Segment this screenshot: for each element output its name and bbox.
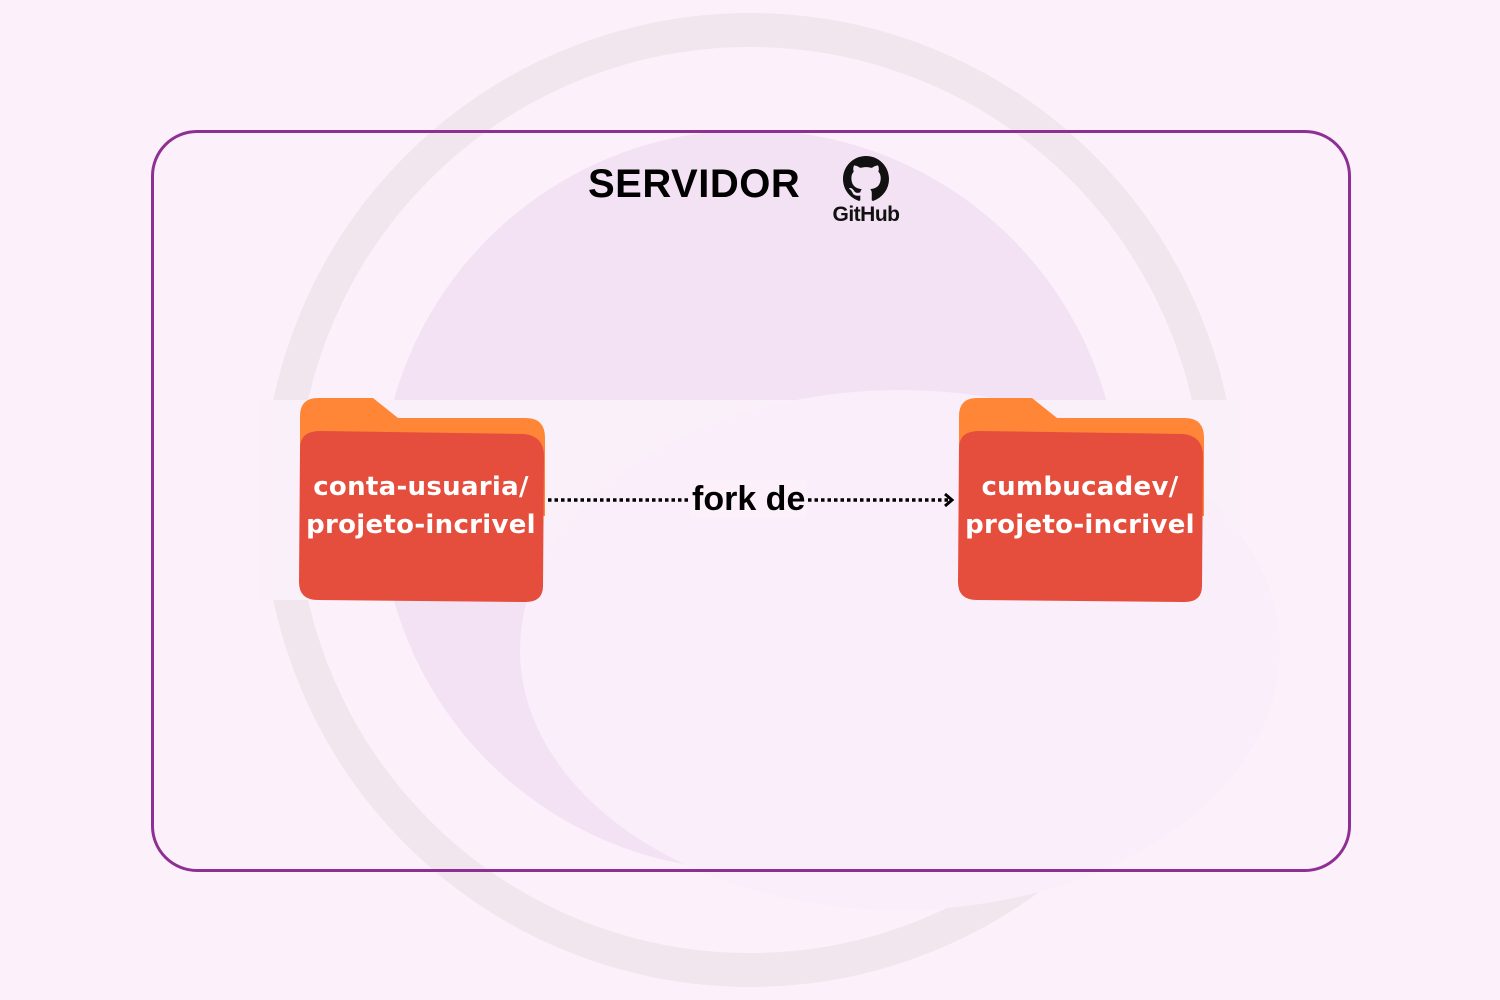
- folder-label-owner: conta-usuaria/: [313, 472, 529, 502]
- folder-label-repo: projeto-incrivel: [306, 510, 536, 540]
- folder-label-owner: cumbucadev/: [981, 472, 1179, 502]
- folder-target-repo: cumbucadev/ projeto-incrivel: [957, 396, 1207, 606]
- server-title: SERVIDOR: [588, 162, 801, 206]
- folder-label-repo: projeto-incrivel: [965, 510, 1195, 540]
- folder-icon: [299, 398, 545, 603]
- github-octocat-icon: [843, 156, 889, 201]
- folder-icon: [958, 398, 1204, 603]
- fork-arrow: [548, 492, 955, 508]
- folder-source-repo: conta-usuaria/ projeto-incrivel: [298, 396, 548, 606]
- github-label: GitHub: [832, 203, 900, 226]
- fork-label: fork de: [690, 480, 808, 519]
- server-frame: [151, 130, 1351, 872]
- github-logo: GitHub: [826, 156, 906, 227]
